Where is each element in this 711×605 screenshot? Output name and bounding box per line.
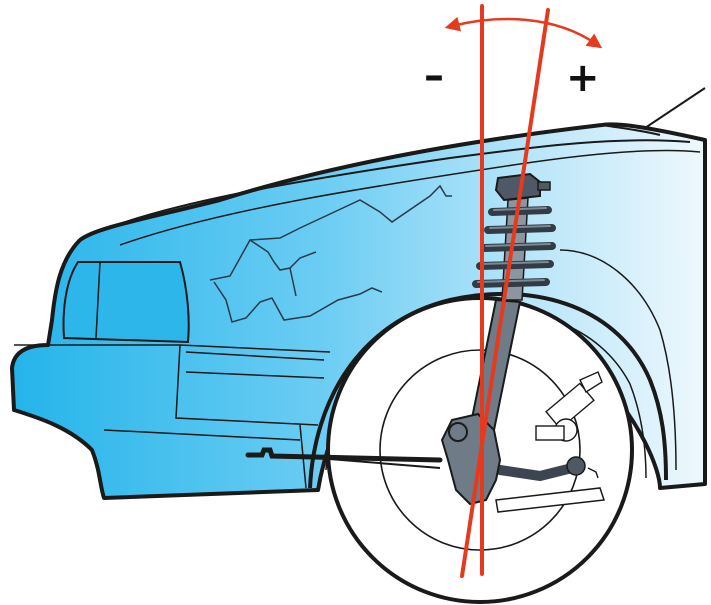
- tie-rod: [245, 447, 443, 469]
- headlight: [62, 261, 190, 344]
- angle-lines: [460, 4, 550, 578]
- steering-gear: [535, 371, 603, 479]
- engine-bay-sketch: [209, 184, 452, 323]
- positive-direction-label: +: [566, 55, 600, 101]
- inclined-axis-line: [460, 8, 550, 578]
- coil-spring: [472, 206, 556, 288]
- negative-direction-label: –: [424, 53, 444, 99]
- angle-arc: [444, 16, 603, 49]
- coil-spring-highlights: [477, 207, 551, 283]
- lower-control-arm: [495, 456, 606, 513]
- car-body: [10, 87, 707, 500]
